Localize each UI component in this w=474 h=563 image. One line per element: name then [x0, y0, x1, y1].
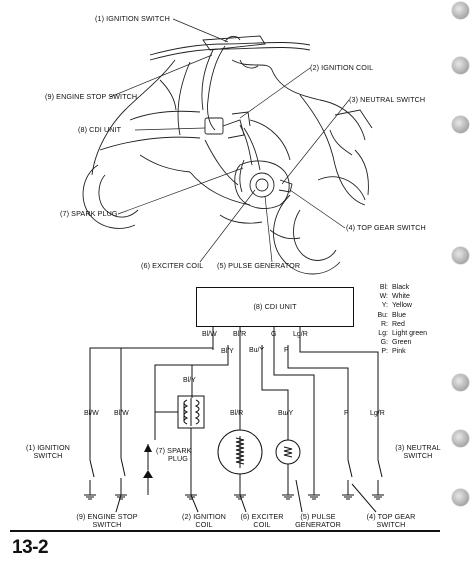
- legend-color: Blue: [392, 311, 407, 319]
- legend-row: Lg: Light green: [368, 329, 427, 338]
- sch-label-spark-plug: (7) SPARK PLUG: [156, 447, 192, 463]
- binder-hole: [452, 489, 469, 506]
- legend-code: R:: [381, 320, 388, 328]
- legend-row: Y: Yellow: [368, 301, 427, 310]
- sch-label-neutral-switch: (3) NEUTRAL SWITCH: [388, 444, 448, 460]
- legend-color: Yellow: [392, 302, 412, 310]
- legend-row: Bu: Blue: [368, 311, 427, 320]
- sch-label-exciter-coil: (6) EXCITER COIL: [236, 513, 288, 529]
- wire-label-bly: Bl/Y: [183, 377, 196, 384]
- label-engine-stop-switch: (9) ENGINE STOP SWITCH: [45, 92, 138, 101]
- label-top-gear-switch: (4) TOP GEAR SWITCH: [346, 223, 426, 232]
- legend-color: Pink: [392, 348, 406, 356]
- legend-color: White: [392, 293, 410, 301]
- sch-label-engine-stop-line1: (9) ENGINE STOP: [76, 512, 138, 521]
- color-legend: Bl:Black W:White Y:Yellow Bu:Blue R:Red …: [368, 283, 427, 357]
- legend-row: G: Green: [368, 338, 427, 347]
- legend-row: W: White: [368, 292, 427, 301]
- legend-row: R: Red: [368, 320, 427, 329]
- sch-label-ignition-coil: (2) IGNITION COIL: [176, 513, 232, 529]
- sch-label-top-gear-line2: SWITCH: [376, 520, 406, 529]
- sch-label-spark-plug-line1: (7) SPARK: [156, 446, 192, 455]
- legend-row: P: Pink: [368, 347, 427, 356]
- wire-label-lgr: Lg/R: [370, 410, 385, 417]
- binder-hole: [452, 430, 469, 447]
- terminal-bly: Bl/Y: [221, 348, 234, 355]
- sch-label-top-gear-line1: (4) TOP GEAR: [366, 512, 416, 521]
- binder-hole: [452, 116, 469, 133]
- label-ignition-switch: (1) IGNITION SWITCH: [95, 14, 170, 23]
- cdi-unit-box: [196, 287, 354, 327]
- binder-hole: [452, 57, 469, 74]
- binder-hole: [452, 2, 469, 19]
- legend-row: Bl: Black: [368, 283, 427, 292]
- legend-code: Bl:: [379, 284, 388, 291]
- wire-label-buy: Bu/Y: [278, 410, 294, 417]
- legend-color: Light green: [392, 330, 428, 338]
- binder-hole: [452, 374, 469, 391]
- sch-label-engine-stop: (9) ENGINE STOP SWITCH: [70, 513, 144, 529]
- label-cdi-unit: (8) CDI UNIT: [78, 125, 122, 134]
- sch-label-pulse-generator-line1: (5) PULSE: [300, 512, 336, 521]
- sch-label-ignition-switch-line2: SWITCH: [33, 451, 63, 460]
- label-exciter-coil: (6) EXCITER COIL: [141, 261, 204, 270]
- wire-label-blw-2: Bl/W: [114, 410, 129, 417]
- legend-code: Bu:: [377, 311, 388, 319]
- label-pulse-generator: (5) PULSE GENERATOR: [217, 261, 301, 270]
- label-neutral-switch: (3) NEUTRAL SWITCH: [349, 95, 426, 104]
- sch-label-top-gear: (4) TOP GEAR SWITCH: [360, 513, 422, 529]
- terminal-p: P: [284, 347, 289, 354]
- sch-label-pulse-generator: (5) PULSE GENERATOR: [290, 513, 346, 529]
- legend-code: G:: [380, 339, 388, 347]
- sch-label-engine-stop-line2: SWITCH: [92, 520, 122, 529]
- sch-label-ignition-coil-line2: COIL: [195, 520, 213, 529]
- label-spark-plug: (7) SPARK PLUG: [60, 209, 118, 218]
- binder-hole: [452, 247, 469, 264]
- legend-code: Y:: [381, 302, 388, 310]
- label-ignition-coil: (2) IGNITION COIL: [310, 63, 374, 72]
- legend-code: W:: [379, 293, 388, 301]
- terminal-buy: Bu/Y: [249, 347, 265, 354]
- terminal-blw: Bl/W: [202, 331, 217, 338]
- sch-label-ignition-switch-line1: (1) IGNITION: [26, 443, 70, 452]
- sch-label-pulse-generator-line2: GENERATOR: [295, 520, 341, 529]
- wire-label-blw-1: Bl/W: [84, 410, 99, 417]
- sch-label-ignition-coil-line1: (2) IGNITION: [182, 512, 226, 521]
- sch-label-ignition-switch: (1) IGNITION SWITCH: [18, 444, 78, 460]
- sch-label-spark-plug-line2: PLUG: [168, 454, 188, 463]
- legend-color: Green: [392, 339, 412, 347]
- sch-label-neutral-switch-line1: (3) NEUTRAL: [395, 443, 441, 452]
- wire-label-blr: Bl/R: [230, 410, 244, 417]
- legend-color: Black: [392, 284, 410, 291]
- schematic-cdi-unit-label: (8) CDI UNIT: [253, 302, 297, 311]
- legend-code: P:: [381, 348, 388, 356]
- legend-code: Lg:: [378, 330, 388, 338]
- sch-label-neutral-switch-line2: SWITCH: [403, 451, 433, 460]
- page-number: 13-2: [12, 537, 49, 558]
- sch-label-exciter-coil-line1: (6) EXCITER: [240, 512, 284, 521]
- sch-label-exciter-coil-line2: COIL: [253, 520, 271, 529]
- legend-color: Red: [392, 320, 405, 328]
- footer-rule: [10, 530, 440, 532]
- wire-label-p: P: [344, 410, 349, 417]
